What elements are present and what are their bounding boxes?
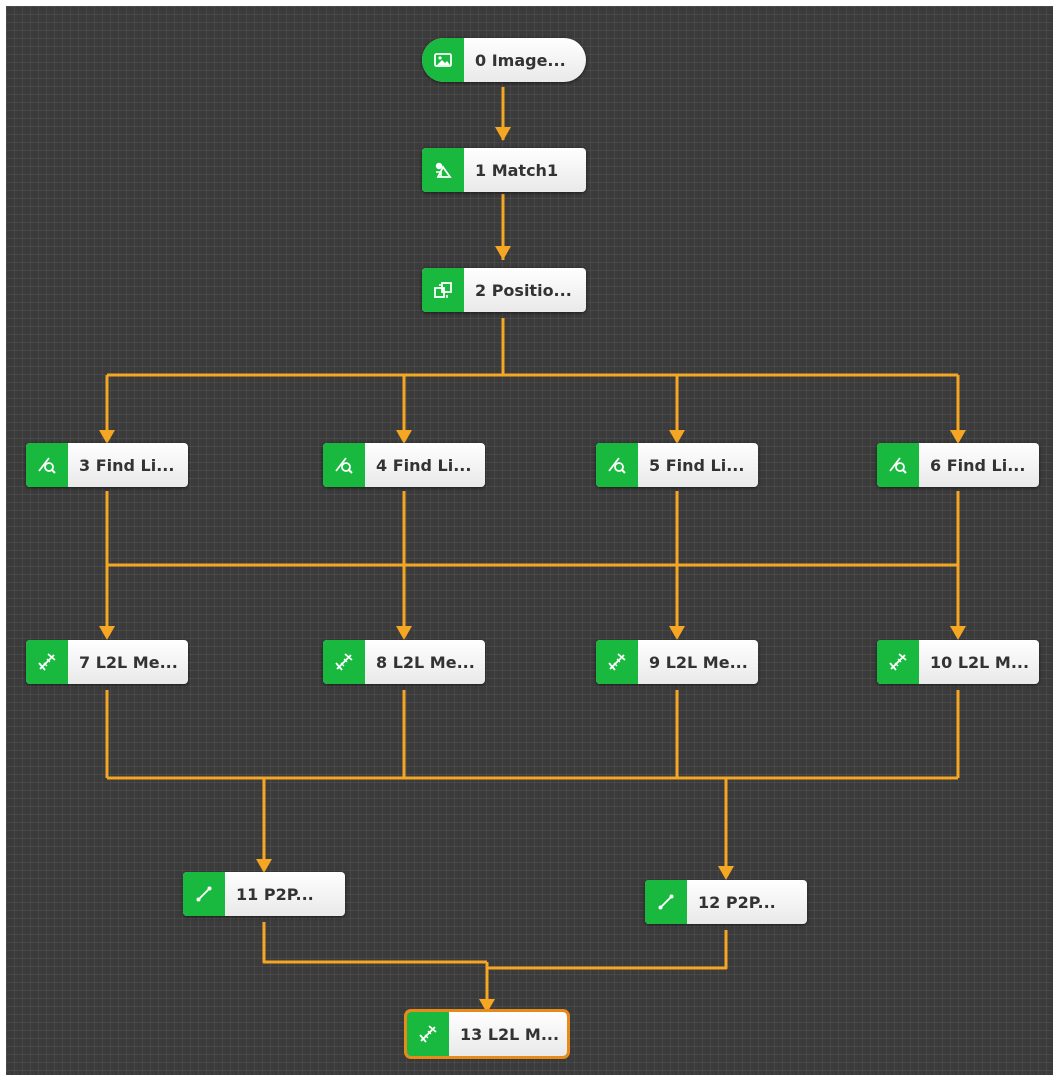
- shape-match-icon: [422, 148, 464, 192]
- flow-node-0-image[interactable]: 0 Image...: [422, 38, 586, 82]
- flow-node-2-position[interactable]: 2 Positio...: [422, 268, 586, 312]
- flow-node-7-l2l-measure[interactable]: 7 L2L Me...: [26, 640, 188, 684]
- flow-node-10-l2l-measure[interactable]: 10 L2L M...: [877, 640, 1039, 684]
- node-label: 10 L2L M...: [930, 652, 1030, 672]
- node-label: 1 Match1: [475, 160, 559, 180]
- find-line-icon: [877, 443, 919, 487]
- node-label: 4 Find Li...: [376, 455, 472, 475]
- node-label: 8 L2L Me...: [376, 652, 475, 672]
- flow-node-6-find-line[interactable]: 6 Find Li...: [877, 443, 1039, 487]
- node-label: 5 Find Li...: [649, 455, 745, 475]
- line-to-line-measure-icon: [26, 640, 68, 684]
- image-icon: [422, 38, 464, 82]
- find-line-icon: [596, 443, 638, 487]
- find-line-icon: [323, 443, 365, 487]
- point-to-point-measure-icon: [183, 872, 225, 916]
- point-to-point-measure-icon: [645, 880, 687, 924]
- node-label: 13 L2L M...: [460, 1024, 560, 1044]
- flow-node-13-l2l-measure[interactable]: 13 L2L M...: [404, 1009, 570, 1059]
- find-line-icon: [26, 443, 68, 487]
- node-label: 7 L2L Me...: [79, 652, 178, 672]
- line-to-line-measure-icon: [323, 640, 365, 684]
- node-label: 0 Image...: [475, 50, 566, 70]
- line-to-line-measure-icon: [407, 1012, 449, 1056]
- node-label: 3 Find Li...: [79, 455, 175, 475]
- flow-node-9-l2l-measure[interactable]: 9 L2L Me...: [596, 640, 758, 684]
- flow-node-3-find-line[interactable]: 3 Find Li...: [26, 443, 188, 487]
- flow-node-4-find-line[interactable]: 4 Find Li...: [323, 443, 485, 487]
- node-label: 6 Find Li...: [930, 455, 1026, 475]
- node-label: 11 P2P...: [236, 884, 314, 904]
- line-to-line-measure-icon: [877, 640, 919, 684]
- flow-node-1-match[interactable]: 1 Match1: [422, 148, 586, 192]
- node-label: 2 Positio...: [475, 280, 572, 300]
- flow-node-8-l2l-measure[interactable]: 8 L2L Me...: [323, 640, 485, 684]
- flow-node-11-p2p-measure[interactable]: 11 P2P...: [183, 872, 345, 916]
- flow-node-12-p2p-measure[interactable]: 12 P2P...: [645, 880, 807, 924]
- node-label: 12 P2P...: [698, 892, 776, 912]
- node-label: 9 L2L Me...: [649, 652, 748, 672]
- line-to-line-measure-icon: [596, 640, 638, 684]
- position-fix-icon: [422, 268, 464, 312]
- flow-node-5-find-line[interactable]: 5 Find Li...: [596, 443, 758, 487]
